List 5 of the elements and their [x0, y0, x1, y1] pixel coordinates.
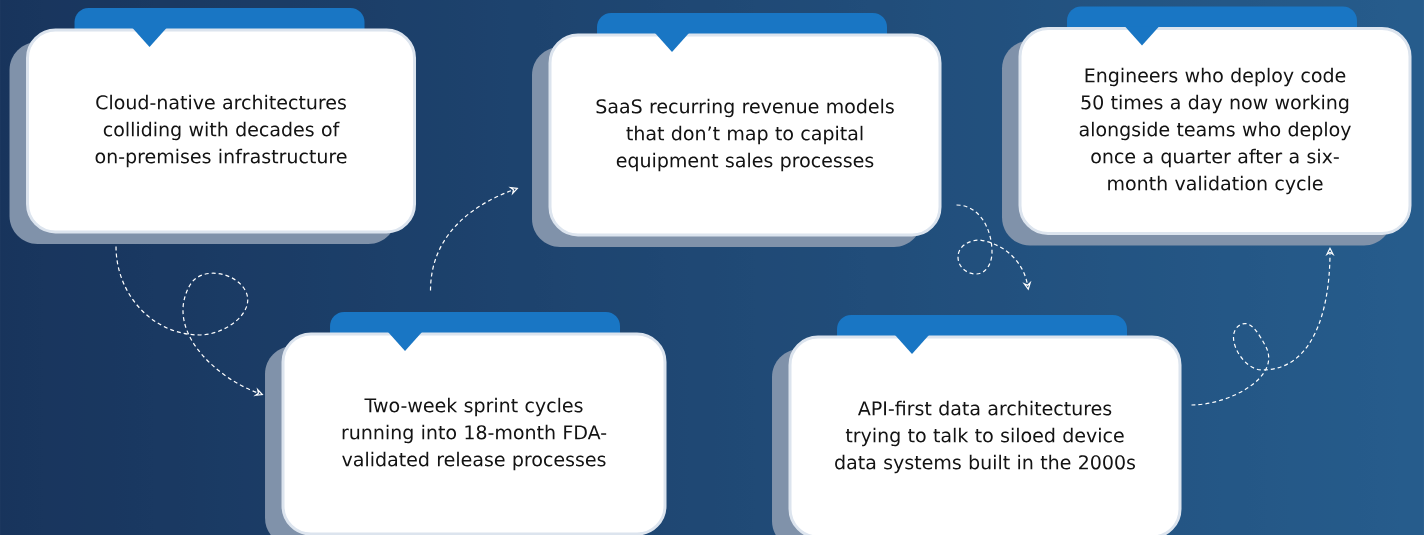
- text-card: Cloud-native architectures colliding with decades of on-premises infrastructure: [9, 8, 416, 244]
- text-card: Engineers who deploy code 50 times a day now working alongside teams who deploy once a quarter after a six-month validation cycle: [1002, 6, 1412, 246]
- text-card: Two-week sprint cycles running into 18-month FDA-validated release processes: [265, 312, 667, 535]
- text-card: API-first data architectures trying to talk to siloed device data systems built in the 2000s: [772, 315, 1182, 535]
- text-card: SaaS recurring revenue models that don’t map to capital equipment sales processes: [532, 13, 942, 247]
